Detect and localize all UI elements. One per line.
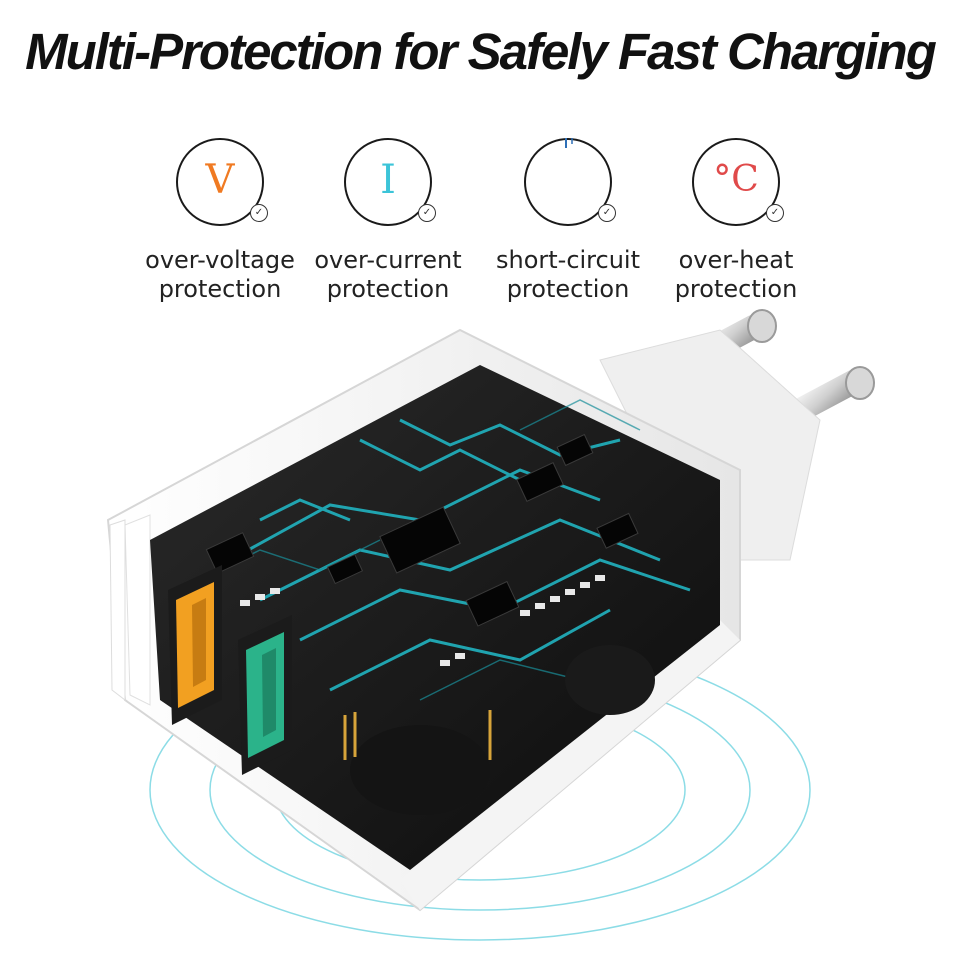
charger-illustration [106, 309, 875, 941]
chips [205, 433, 639, 627]
headline: Multi-Protection for Safely Fast Chargin… [25, 23, 937, 80]
check-icon: ✓ [250, 204, 268, 222]
feature-label: over-heat protection [646, 246, 826, 304]
feature-short-circuit: ✓ short-circuit protection [478, 138, 658, 304]
feature-label-line1: over-voltage [145, 246, 295, 274]
feature-label-line1: short-circuit [495, 246, 641, 274]
check-icon: ✓ [766, 204, 784, 222]
feature-label-line2: protection [158, 275, 282, 303]
voltage-icon: V ✓ [176, 138, 268, 226]
feature-label-line1: over-current [314, 246, 462, 274]
check-icon: ✓ [418, 204, 436, 222]
feature-label-line1: over-heat [678, 246, 794, 274]
feature-label-line2: protection [506, 275, 630, 303]
feature-over-current: I ✓ over-current protection [298, 138, 478, 304]
temperature-glyph: °C [713, 159, 759, 200]
check-icon: ✓ [598, 204, 616, 222]
temperature-icon: °C ✓ [692, 138, 784, 226]
feature-label: over-current protection [298, 246, 478, 304]
feature-label-line2: protection [326, 275, 450, 303]
feature-over-heat: °C ✓ over-heat protection [646, 138, 826, 304]
current-glyph: I [380, 157, 396, 203]
power-symbol [565, 138, 573, 148]
current-icon: I ✓ [344, 138, 436, 226]
voltage-glyph: V [205, 157, 235, 203]
feature-over-voltage: V ✓ over-voltage protection [130, 138, 310, 304]
feature-label: over-voltage protection [130, 246, 310, 304]
usb-port-orange [168, 565, 222, 725]
usb-port-green [238, 615, 292, 775]
feature-label: short-circuit protection [478, 246, 658, 304]
smd-components [240, 575, 605, 666]
feature-label-line2: protection [674, 275, 798, 303]
power-icon: ✓ [524, 138, 616, 226]
